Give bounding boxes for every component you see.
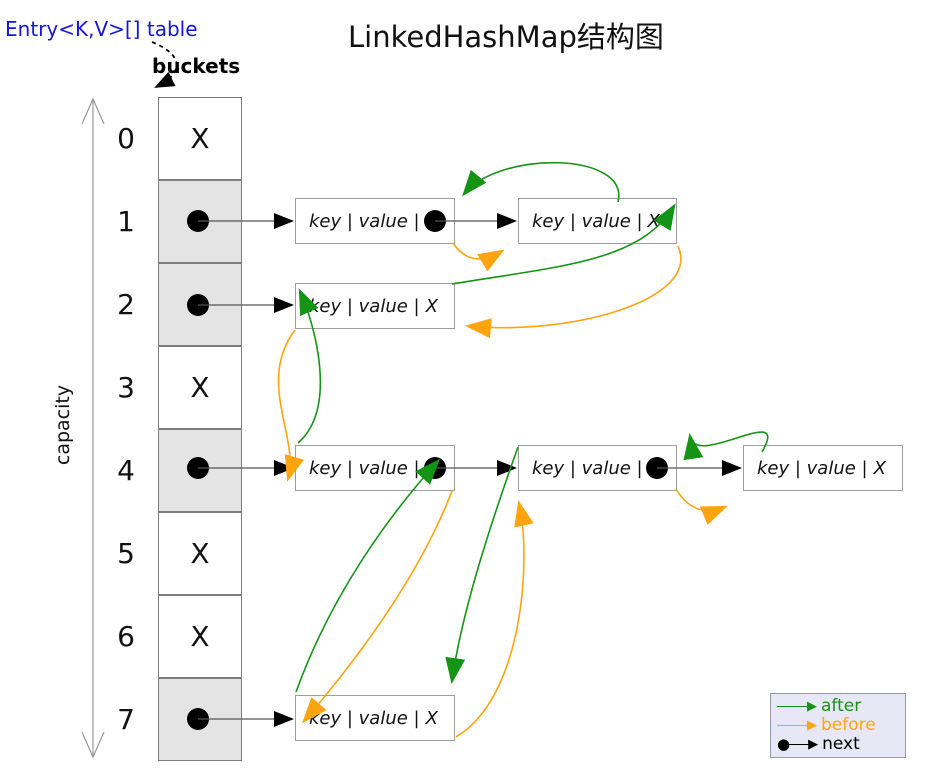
entry-node-bucket1-second: key | value | X (518, 198, 677, 244)
after-line-icon (777, 706, 809, 707)
bucket-index-6: 6 (117, 620, 135, 653)
after-arrow-b1n2-to-b1n1 (462, 161, 620, 203)
empty-mark: X (190, 620, 210, 653)
bucket-index-0: 0 (117, 122, 135, 155)
buckets-label: buckets (152, 54, 241, 78)
legend-item-before: ▶ before (777, 716, 899, 735)
entry-node-bucket7-first: key | value | X (295, 695, 455, 741)
bucket-cell-1 (158, 180, 242, 263)
bucket-index-2: 2 (117, 288, 135, 321)
entry-node-text: key | value | (309, 707, 420, 729)
after-arrow-b7n1-to-b4n1 (295, 458, 441, 693)
entry-node-tail: X (425, 707, 438, 729)
bucket-index-3: 3 (117, 371, 135, 404)
legend-item-next: ● ▶ next (777, 735, 899, 754)
diagram-title: LinkedHashMap结构图 (348, 20, 664, 54)
next-line-icon (788, 744, 811, 745)
entry-node-bucket1-first: key | value | (295, 198, 455, 244)
before-arrow-b1n1-to-b1n2 (452, 242, 505, 272)
capacity-axis-label: capacity (52, 384, 74, 466)
bucket-cell-4 (158, 429, 242, 512)
bucket-cell-3: X (158, 346, 242, 429)
before-line-icon (777, 725, 809, 726)
before-arrow-b4n1-to-b7n1 (302, 490, 453, 724)
bucket-index-5: 5 (117, 537, 135, 570)
bucket-cell-6: X (158, 595, 242, 678)
legend-label-next: next (822, 734, 860, 754)
empty-mark: X (190, 122, 210, 155)
entry-node-text: key | value | (757, 457, 868, 479)
after-arrowhead-icon: ▶ (807, 699, 817, 714)
entry-node-tail: X (425, 295, 438, 317)
next-arrowhead-icon: ▶ (808, 737, 819, 752)
entry-node-text: key | value | (532, 457, 643, 479)
capacity-axis-arrow (81, 97, 105, 759)
after-arrow-b4n2-to-b7n1 (445, 446, 519, 684)
bucket-cell-7 (158, 678, 242, 761)
legend: ▶ after ▶ before ● ▶ next (770, 693, 906, 758)
legend-label-before: before (821, 715, 876, 735)
bucket-cell-0: X (158, 97, 242, 180)
before-arrow-b2n1-to-b4n1 (277, 329, 305, 482)
before-arrow-b4n2-to-b4n3 (675, 488, 728, 525)
entry-node-bucket4-second: key | value | (518, 445, 677, 491)
entry-node-bucket2-first: key | value | X (295, 283, 455, 329)
legend-item-after: ▶ after (777, 697, 899, 716)
entry-node-tail: X (873, 457, 886, 479)
entry-node-text: key | value | (309, 210, 420, 232)
before-arrowhead-icon: ▶ (807, 718, 817, 733)
bucket-index-1: 1 (117, 205, 135, 238)
before-arrow-b7n1-to-b4n2 (455, 500, 534, 738)
bucket-cell-5: X (158, 512, 242, 595)
entry-node-bucket4-third: key | value | X (743, 445, 903, 491)
empty-mark: X (190, 371, 210, 404)
entry-node-text: key | value | (532, 210, 643, 232)
bucket-index-7: 7 (117, 703, 135, 736)
entry-array-label: Entry<K,V>[] table (5, 17, 198, 41)
bucket-index-4: 4 (117, 454, 135, 487)
entry-node-text: key | value | (309, 457, 420, 479)
empty-mark: X (190, 537, 210, 570)
bucket-cell-2 (158, 263, 242, 346)
next-dot-icon: ● (777, 735, 791, 753)
entry-node-text: key | value | (309, 295, 420, 317)
entry-node-bucket4-first: key | value | (295, 445, 455, 491)
legend-label-after: after (821, 696, 862, 716)
before-arrow-b1n2-to-b2n1 (465, 245, 682, 339)
entry-node-tail: X (647, 210, 660, 232)
